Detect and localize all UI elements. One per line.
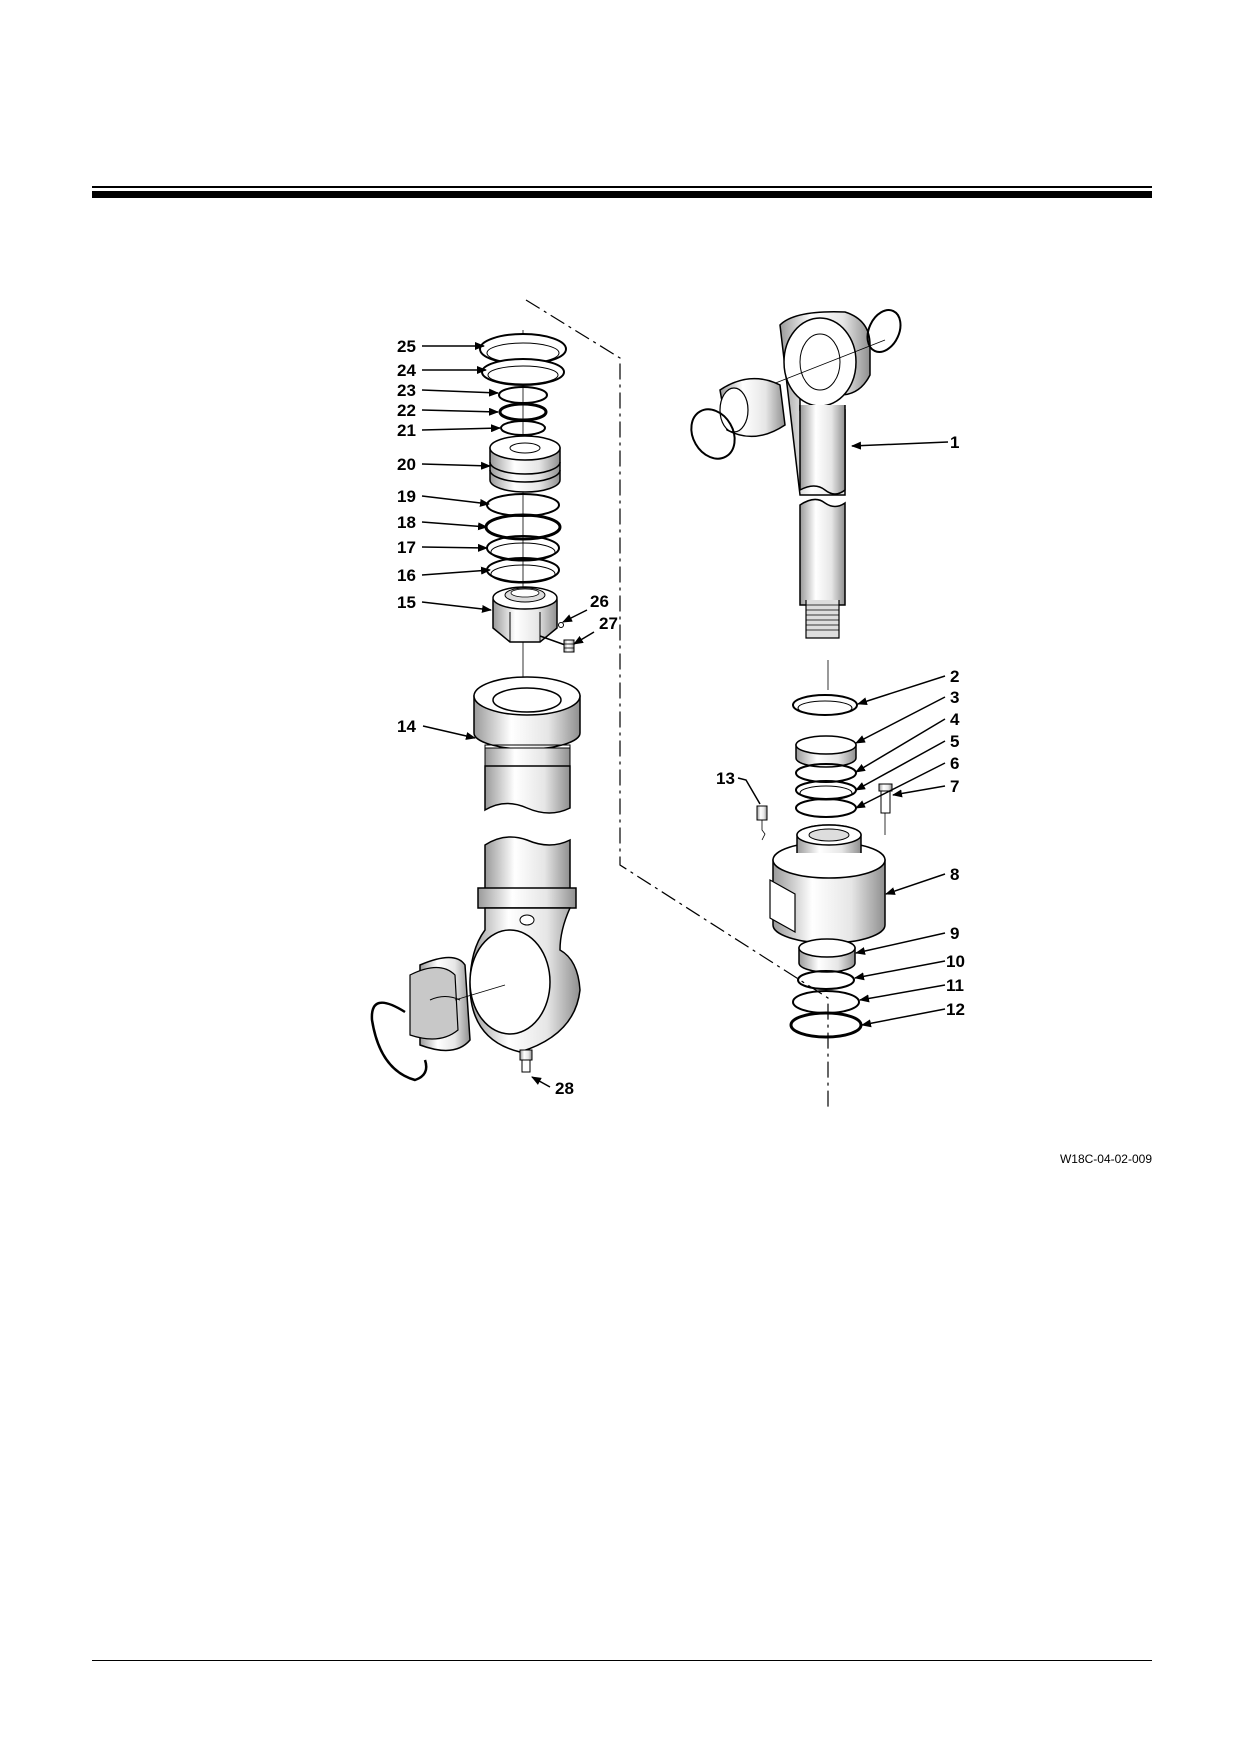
callout-16: 16	[397, 566, 416, 585]
callout-2: 2	[950, 667, 959, 686]
part-3-bushing	[795, 735, 857, 768]
part-14-cylinder-tube	[469, 676, 581, 1053]
left-snap-ring	[370, 1001, 428, 1082]
part-2-ring	[792, 694, 858, 716]
part-26-pin-shaft	[539, 635, 569, 647]
callout-leaders	[421, 342, 949, 1088]
callout-17: 17	[397, 538, 416, 557]
callout-21: 21	[397, 421, 416, 440]
callout-19: 19	[397, 487, 416, 506]
callout-1: 1	[950, 433, 959, 452]
part-21-ring	[500, 420, 546, 436]
callout-15: 15	[397, 593, 416, 612]
callout-5: 5	[950, 732, 959, 751]
header-rule-thick	[92, 191, 1152, 198]
callout-27: 27	[599, 614, 618, 633]
left-bushing-axis	[454, 984, 506, 1001]
callout-6: 6	[950, 754, 959, 773]
part-26-ball	[558, 622, 564, 628]
part-13-fitting	[756, 805, 768, 841]
rod-snap-ring-left	[690, 408, 736, 460]
callout-22: 22	[397, 401, 416, 420]
rod-bushing	[719, 377, 786, 438]
figure-reference-code: W18C-04-02-009	[1059, 1152, 1152, 1166]
part-5-seal	[795, 780, 857, 801]
header-rule-thin	[92, 186, 1152, 188]
callout-18: 18	[397, 513, 416, 532]
callout-leader-13	[737, 777, 761, 805]
part-1-piston-rod	[779, 311, 871, 639]
part-8-rod-cover	[769, 824, 886, 944]
part-15-nut	[492, 586, 558, 643]
part-12-oring	[789, 1011, 863, 1039]
callout-24: 24	[397, 361, 416, 380]
callout-14: 14	[397, 717, 416, 736]
callout-26: 26	[590, 592, 609, 611]
part-20-piston	[489, 435, 561, 493]
part-11-ring	[792, 990, 860, 1014]
callout-25: 25	[397, 337, 416, 356]
callout-9: 9	[950, 924, 959, 943]
footer-rule	[92, 1660, 1152, 1661]
callout-4: 4	[950, 710, 960, 729]
part-28-bolt	[519, 1049, 533, 1073]
callout-10: 10	[946, 952, 965, 971]
callout-8: 8	[950, 865, 959, 884]
part-6-ring	[795, 798, 857, 818]
callout-3: 3	[950, 688, 959, 707]
callout-28: 28	[555, 1079, 574, 1098]
rod-snap-ring-right	[866, 309, 902, 353]
assembly-dash-line	[525, 299, 829, 1108]
callout-11: 11	[946, 976, 964, 995]
part-24-ring	[481, 358, 565, 386]
callout-7: 7	[950, 777, 959, 796]
part-10-ring	[797, 970, 855, 990]
callout-12: 12	[946, 1000, 965, 1019]
part-9-bushing	[798, 938, 856, 973]
left-bushing	[409, 956, 471, 1052]
callout-23: 23	[397, 381, 416, 400]
callout-13: 13	[716, 769, 735, 788]
part-27-screw	[563, 639, 575, 653]
callout-20: 20	[397, 455, 416, 474]
part-7-screw	[878, 783, 893, 814]
